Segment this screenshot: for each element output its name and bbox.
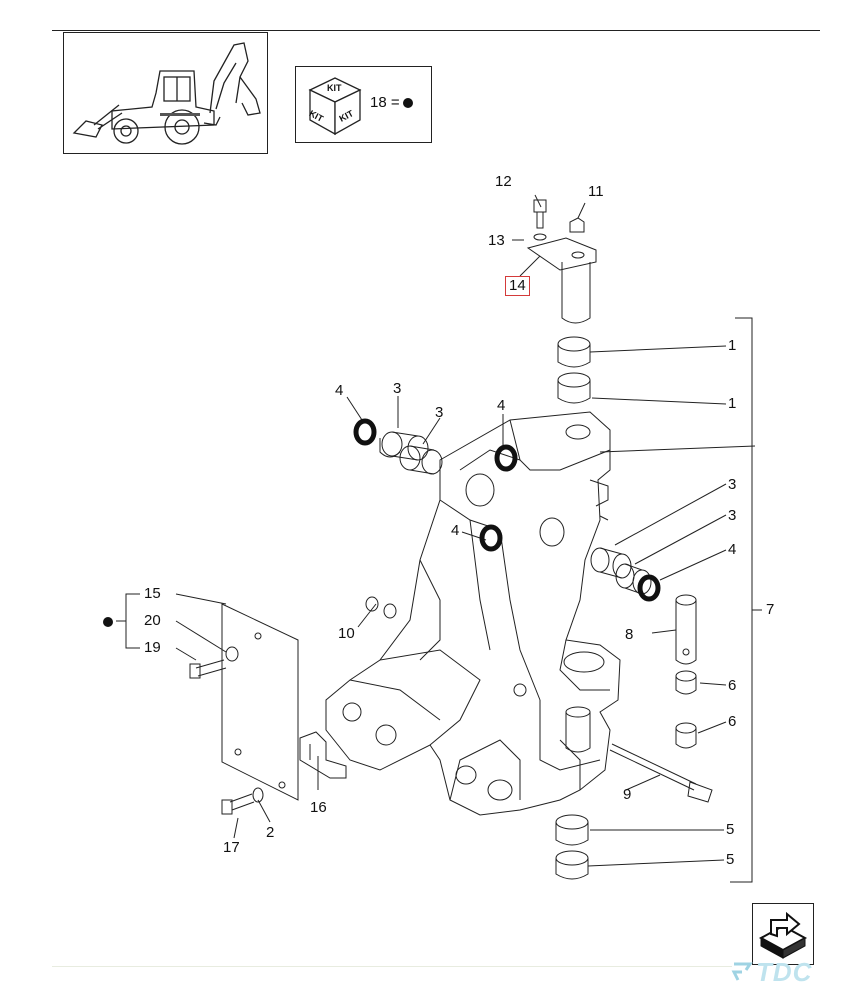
callout-20: 20 xyxy=(144,612,161,629)
kit-legend-text: 18 = xyxy=(370,94,413,111)
callout-10: 10 xyxy=(338,625,355,642)
callout-6-upper: 6 xyxy=(728,677,737,694)
kit-label-top: KIT xyxy=(327,83,342,93)
kit-legend-label: 18 = xyxy=(370,94,400,111)
callout-3-right-b: 3 xyxy=(728,507,737,524)
callout-13: 13 xyxy=(488,232,505,249)
callout-6-lower: 6 xyxy=(728,713,737,730)
callout-8: 8 xyxy=(625,626,634,643)
next-page-arrow-icon xyxy=(758,911,808,959)
callout-9: 9 xyxy=(623,786,632,803)
callout-15: 15 xyxy=(144,585,161,602)
callout-12: 12 xyxy=(495,173,512,190)
next-page-button[interactable] xyxy=(752,903,814,965)
callout-1-upper: 1 xyxy=(728,337,737,354)
callout-3-right-a: 3 xyxy=(728,476,737,493)
header-rule xyxy=(52,30,820,31)
callout-5-upper: 5 xyxy=(726,821,735,838)
kit-dot-icon xyxy=(402,98,413,109)
backhoe-loader-icon xyxy=(72,42,261,145)
footer-rule xyxy=(52,966,732,967)
callout-16: 16 xyxy=(310,799,327,816)
callout-2: 2 xyxy=(266,824,275,841)
kit-cube-icon xyxy=(308,77,362,136)
callout-1-lower: 1 xyxy=(728,395,737,412)
callout-5-lower: 5 xyxy=(726,851,735,868)
callout-14-highlighted[interactable]: 14 xyxy=(505,276,530,296)
callout-4-top: 4 xyxy=(497,397,506,414)
callout-4-middle: 4 xyxy=(451,522,460,539)
callout-3-left-b: 3 xyxy=(435,404,444,421)
callout-4-right: 4 xyxy=(728,541,737,558)
callout-3-left-a: 3 xyxy=(393,380,402,397)
kit-dot-marker-icon xyxy=(103,617,113,627)
callout-4-left: 4 xyxy=(335,382,344,399)
machine-thumbnail xyxy=(63,32,268,154)
callout-17: 17 xyxy=(223,839,240,856)
tdc-logo-icon xyxy=(731,962,753,981)
callout-7: 7 xyxy=(766,601,775,618)
callout-11: 11 xyxy=(588,183,604,200)
tdc-watermark: TDC xyxy=(756,957,813,987)
callout-19: 19 xyxy=(144,639,161,656)
